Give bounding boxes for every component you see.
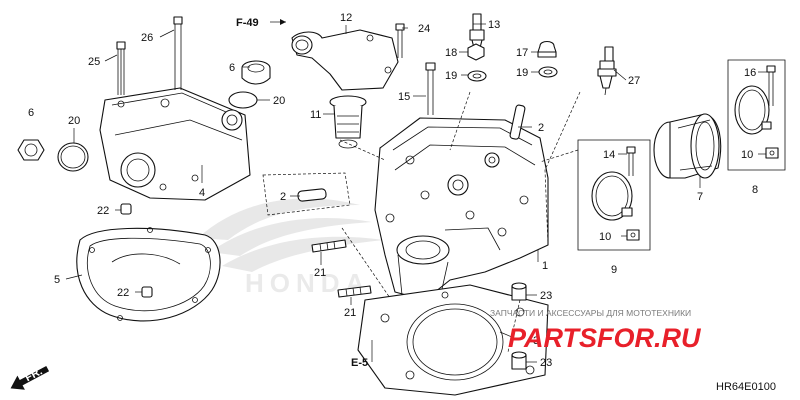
grommet-22-lower xyxy=(141,286,153,298)
cylinder-head xyxy=(374,117,549,301)
cylinder-head-gasket xyxy=(357,284,549,396)
callout-23-lower: 23 xyxy=(540,357,552,369)
honda-wing-watermark: HONDA xyxy=(198,198,384,298)
filler-cap-left xyxy=(17,139,45,161)
nut-10-lower xyxy=(626,229,640,241)
stud-bolt-21-a xyxy=(311,239,347,253)
callout-12: 12 xyxy=(340,12,352,24)
stud-bolt-21-b xyxy=(337,285,372,298)
callout-27: 27 xyxy=(628,75,640,87)
dowel-23-lower xyxy=(511,351,527,370)
bolt-24 xyxy=(395,23,405,58)
assembly-guide-lines xyxy=(339,91,581,353)
callout-labels: 1 2 2 3 4 5 6 6 7 8 9 10 10 11 12 13 14 … xyxy=(28,12,758,369)
ref-e5: E-5 xyxy=(351,357,368,369)
front-arrow-label: FR. xyxy=(23,365,44,384)
callout-7: 7 xyxy=(697,191,703,203)
watermark-logo: PARTSFOR.RU xyxy=(508,323,702,353)
leader-lines xyxy=(65,21,767,363)
callout-21-upper: 21 xyxy=(314,267,326,279)
temperature-sensor xyxy=(469,13,485,49)
dowel-pin-right xyxy=(509,104,526,140)
callout-1: 1 xyxy=(542,260,548,272)
thermostat-housing-cover xyxy=(291,29,399,91)
grommet-22-upper xyxy=(120,203,132,215)
callout-24: 24 xyxy=(418,23,430,35)
callout-2-right: 2 xyxy=(538,122,544,134)
dowel-23-upper xyxy=(511,282,527,301)
partsfor-watermark: ЗАПЧАСТИ И АКСЕССУАРЫ ДЛЯ МОТОТЕХНИКИ PA… xyxy=(490,308,702,353)
callout-6-upper: 6 xyxy=(229,62,235,74)
callout-22-lower: 22 xyxy=(117,287,129,299)
cylinder-head-cover xyxy=(99,87,251,201)
diagram-code: HR64E0100 xyxy=(716,381,776,393)
callout-14: 14 xyxy=(603,149,615,161)
head-cover-gasket xyxy=(76,227,221,322)
ref-f49: F-49 xyxy=(236,17,259,29)
watermark-tagline: ЗАПЧАСТИ И АКСЕССУАРЫ ДЛЯ МОТОТЕХНИКИ xyxy=(490,308,691,318)
callout-18: 18 xyxy=(445,47,457,59)
callout-11: 11 xyxy=(310,109,321,121)
callout-23-upper: 23 xyxy=(540,290,552,302)
cap-nut-17 xyxy=(537,40,557,58)
band-clamp-8 xyxy=(734,85,772,135)
callout-2-left: 2 xyxy=(280,191,286,203)
callout-3: 3 xyxy=(533,335,539,347)
washer-19-left xyxy=(467,70,487,82)
callout-16: 16 xyxy=(744,67,756,79)
o-ring-upper xyxy=(228,91,258,109)
thermostat xyxy=(329,95,367,149)
filler-cap-upper xyxy=(241,60,271,85)
callout-9: 9 xyxy=(611,264,617,276)
intake-insulator xyxy=(653,113,722,179)
callout-5: 5 xyxy=(54,274,60,286)
callout-22-upper: 22 xyxy=(97,205,109,217)
callout-15: 15 xyxy=(398,91,410,103)
o-ring-left xyxy=(57,142,89,172)
screw-16 xyxy=(766,65,776,106)
callout-10-upper: 10 xyxy=(741,149,753,161)
bolt-25 xyxy=(116,41,126,95)
bolt-26 xyxy=(173,16,183,90)
insulator-group-8-box xyxy=(727,59,786,171)
callout-6-left: 6 xyxy=(28,107,34,119)
callout-13: 13 xyxy=(488,19,500,31)
ref-f49-arrow-icon xyxy=(280,19,286,25)
nut-18 xyxy=(467,43,485,61)
nut-10-upper xyxy=(765,147,779,159)
washer-19-right xyxy=(538,66,558,78)
callout-20-upper: 20 xyxy=(273,95,285,107)
insulator-group-9-box xyxy=(577,139,651,251)
bolt-15 xyxy=(425,62,436,115)
screw-14 xyxy=(626,146,636,176)
callout-26: 26 xyxy=(141,32,153,44)
callout-19-right: 19 xyxy=(516,67,528,79)
callout-17: 17 xyxy=(516,47,528,59)
front-arrow-icon: FR. xyxy=(10,365,50,390)
callout-21-lower: 21 xyxy=(344,307,356,319)
callout-19-left: 19 xyxy=(445,70,457,82)
callout-8: 8 xyxy=(752,184,758,196)
callout-25: 25 xyxy=(88,56,100,68)
callout-20-left: 20 xyxy=(68,115,80,127)
dowel-pin-left xyxy=(262,172,351,216)
callout-4: 4 xyxy=(199,187,205,199)
callout-10-lower: 10 xyxy=(599,231,611,243)
band-clamp-9 xyxy=(591,171,633,221)
spark-plug xyxy=(597,46,617,96)
